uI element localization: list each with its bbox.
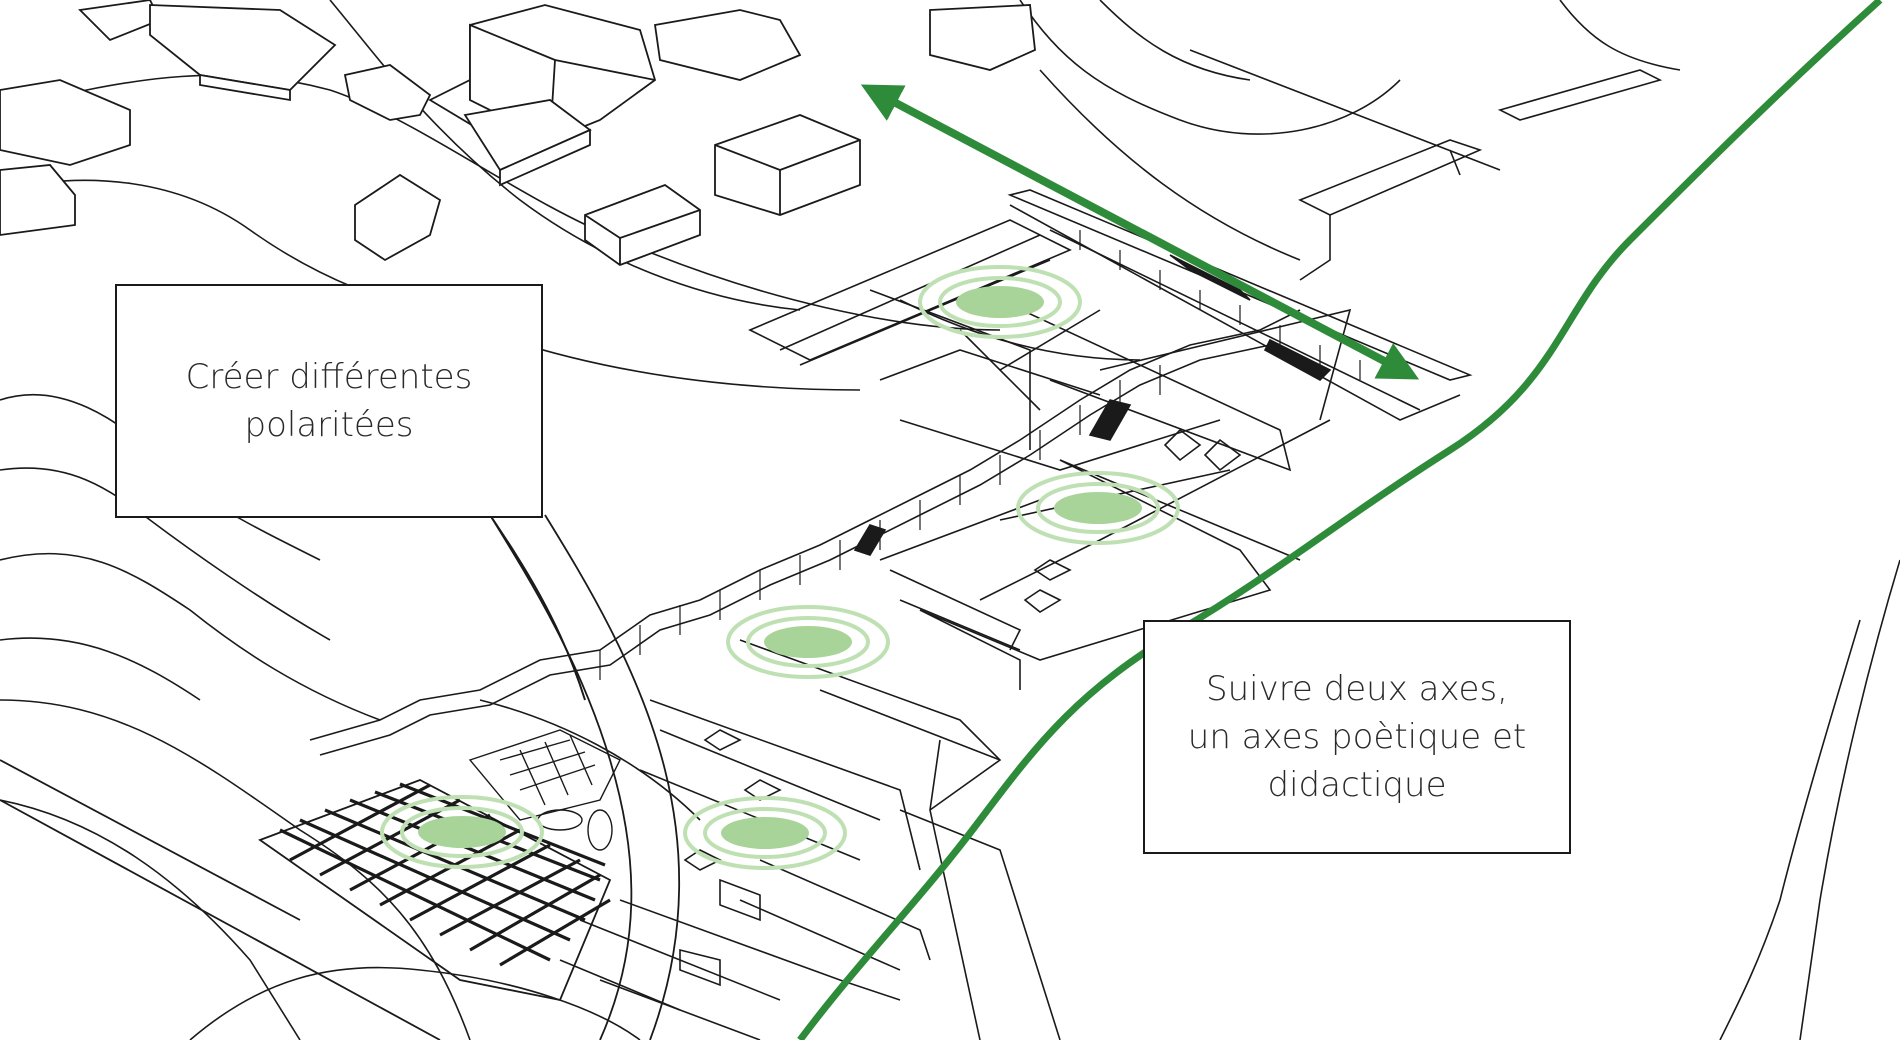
polarity-marker-4 [683, 796, 847, 870]
buildings [0, 0, 1036, 267]
callout-axes-line-3: didactique [1267, 765, 1447, 805]
callout-leader [491, 517, 586, 701]
callout-polarities: Créer différentes polaritées [115, 284, 543, 518]
green-boundary-line [797, 0, 1883, 1040]
polarity-marker-2 [1016, 471, 1180, 545]
callout-axes-line-1: Suivre deux axes, [1206, 669, 1508, 709]
small-garden [468, 729, 621, 851]
callout-axes: Suivre deux axes, un axes poètique et di… [1143, 620, 1571, 854]
callout-polarities-line-2: polaritées [244, 405, 414, 445]
callout-axes-line-2: un axes poètique et [1187, 717, 1527, 757]
callout-polarities-line-1: Créer différentes [185, 357, 473, 397]
grid-plaza [258, 779, 612, 1002]
polarity-marker-1 [918, 265, 1082, 339]
polarity-marker-3 [726, 605, 890, 679]
promenade-structure [309, 49, 1663, 1040]
polarity-marker-5 [380, 795, 544, 869]
curved-band [0, 514, 681, 1040]
double-headed-arrow-icon [860, 84, 1420, 380]
